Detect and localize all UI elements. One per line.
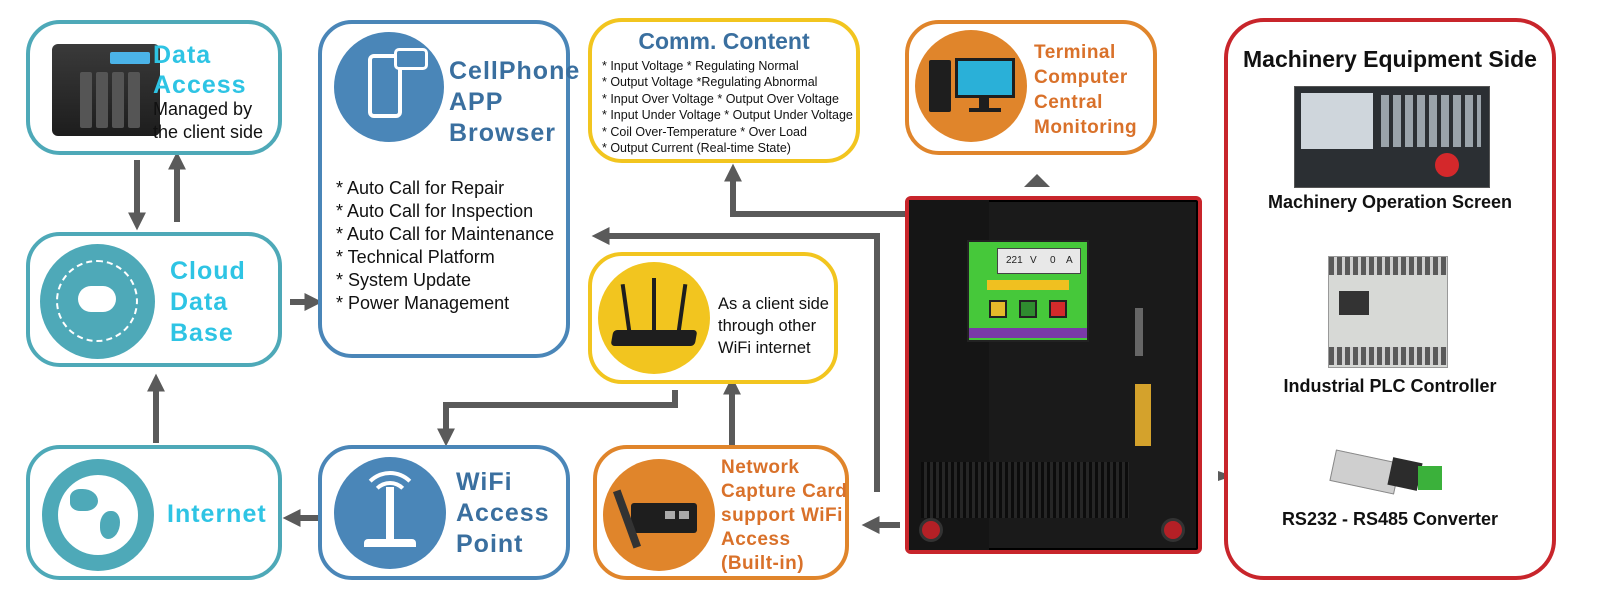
- feature-auto-call-repair: * Auto Call for Repair: [336, 178, 505, 198]
- data-access-desc-2: the client side: [153, 122, 264, 142]
- comm-line-3: * Input Over Voltage * Output Over Volta…: [602, 92, 839, 106]
- nas-server-icon: [52, 44, 160, 136]
- router-desc-2: through other: [718, 317, 817, 335]
- capture-title-3: support WiFi: [721, 505, 843, 526]
- internet-box: Internet: [26, 445, 282, 580]
- feature-power-management: * Power Management: [336, 293, 510, 313]
- plc-controller-image: [1328, 256, 1448, 368]
- cellphone-title-2: APP: [449, 88, 504, 116]
- meter-left-value: 221: [1006, 255, 1023, 266]
- capture-title-5: (Built-in): [721, 553, 805, 574]
- wifi-ap-title-2: Access: [456, 499, 550, 527]
- comm-line-2: * Output Voltage *Regulating Abnormal: [602, 75, 818, 89]
- meter-display: 221 V 0 A: [997, 248, 1081, 274]
- arrow-cabinet-to-comm: [724, 163, 905, 217]
- cloud-database-box: Cloud Data Base: [26, 232, 282, 367]
- converter-label: RS232 - RS485 Converter: [1281, 509, 1499, 529]
- feature-auto-call-maintenance: * Auto Call for Maintenance: [336, 224, 555, 244]
- comm-line-1: * Input Voltage * Regulating Normal: [602, 59, 799, 73]
- cnc-control-panel-image: [1294, 86, 1490, 188]
- terminal-title-3: Central: [1034, 92, 1103, 113]
- terminal-title-2: Computer: [1034, 67, 1128, 88]
- machinery-equipment-box: Machinery Equipment Side Machinery Opera…: [1224, 18, 1556, 580]
- wifi-ap-title-1: WiFi: [456, 468, 513, 496]
- router-desc-1: As a client side: [718, 295, 829, 313]
- rs232-rs485-converter-image: [1329, 440, 1444, 498]
- wifi-ap-title-3: Point: [456, 530, 524, 558]
- arrow-cabinet-to-phone: [591, 227, 880, 492]
- caster-wheel-right: [1161, 518, 1185, 542]
- terminal-computer-box: Terminal Computer Central Monitoring: [905, 20, 1157, 155]
- internet-label: Internet: [167, 500, 267, 528]
- cloud-title-3: Base: [170, 319, 234, 347]
- router-desc-3: WiFi internet: [718, 339, 811, 357]
- capture-card-box: Network Capture Card support WiFi Access…: [593, 445, 849, 580]
- voltage-regulator-cabinet: 221 V 0 A: [905, 196, 1202, 554]
- data-access-desc-1: Managed by: [153, 99, 253, 119]
- network-card-icon: [603, 459, 715, 571]
- comm-title: Comm. Content: [638, 28, 810, 54]
- capture-title-2: Capture Card: [721, 481, 848, 502]
- smartphone-icon: [334, 32, 444, 142]
- cellphone-app-box: CellPhone APP Browser * Auto Call for Re…: [318, 20, 579, 358]
- arrow-router-to-wifi: [437, 390, 678, 447]
- globe-icon: [42, 459, 154, 571]
- arrow-cabinet-to-terminal: [1024, 174, 1050, 187]
- data-access-title-2: Access: [153, 71, 247, 99]
- plc-controller-label: Industrial PLC Controller: [1283, 376, 1497, 396]
- feature-auto-call-inspection: * Auto Call for Inspection: [336, 201, 534, 221]
- desktop-computer-icon: [915, 30, 1027, 142]
- door-handle: [1135, 308, 1143, 356]
- comm-line-4: * Input Under Voltage * Output Under Vol…: [602, 108, 853, 122]
- comm-line-5: * Coil Over-Temperature * Over Load: [602, 125, 807, 139]
- caster-wheel-left: [919, 518, 943, 542]
- machinery-title: Machinery Equipment Side: [1243, 46, 1537, 72]
- meter-right-value: 0: [1050, 255, 1056, 266]
- meter-left-unit: V: [1030, 255, 1037, 266]
- meter-right-unit: A: [1066, 255, 1073, 266]
- antenna-tower-icon: [334, 457, 446, 569]
- cloud-title-1: Cloud: [170, 257, 246, 285]
- ventilation-grille: [921, 462, 1129, 518]
- router-box: As a client side through other WiFi inte…: [588, 252, 838, 384]
- cellphone-title-3: Browser: [449, 119, 557, 147]
- indicator-red: [1049, 300, 1067, 318]
- indicator-yellow: [989, 300, 1007, 318]
- terminal-title-1: Terminal: [1034, 42, 1116, 63]
- control-panel: 221 V 0 A: [967, 240, 1089, 342]
- data-access-box: Data Access Managed by the client side: [26, 20, 282, 155]
- router-icon: [598, 262, 710, 374]
- feature-system-update: * System Update: [336, 270, 472, 290]
- capture-title-4: Access: [721, 529, 791, 550]
- cloud-network-icon: [40, 244, 155, 359]
- capture-title-1: Network: [721, 457, 800, 478]
- cloud-title-2: Data: [170, 288, 229, 316]
- comm-content-box: Comm. Content * Input Voltage * Regulati…: [588, 18, 860, 163]
- comm-line-6: * Output Current (Real-time State): [602, 141, 791, 155]
- indicator-green: [1019, 300, 1037, 318]
- cellphone-title-1: CellPhone: [449, 57, 581, 85]
- warning-label: [1135, 384, 1151, 446]
- terminal-title-4: Monitoring: [1034, 117, 1138, 138]
- feature-technical-platform: * Technical Platform: [336, 247, 495, 267]
- data-access-title-1: Data: [153, 41, 212, 69]
- wifi-access-point-box: WiFi Access Point: [318, 445, 570, 580]
- machinery-screen-label: Machinery Operation Screen: [1267, 192, 1513, 212]
